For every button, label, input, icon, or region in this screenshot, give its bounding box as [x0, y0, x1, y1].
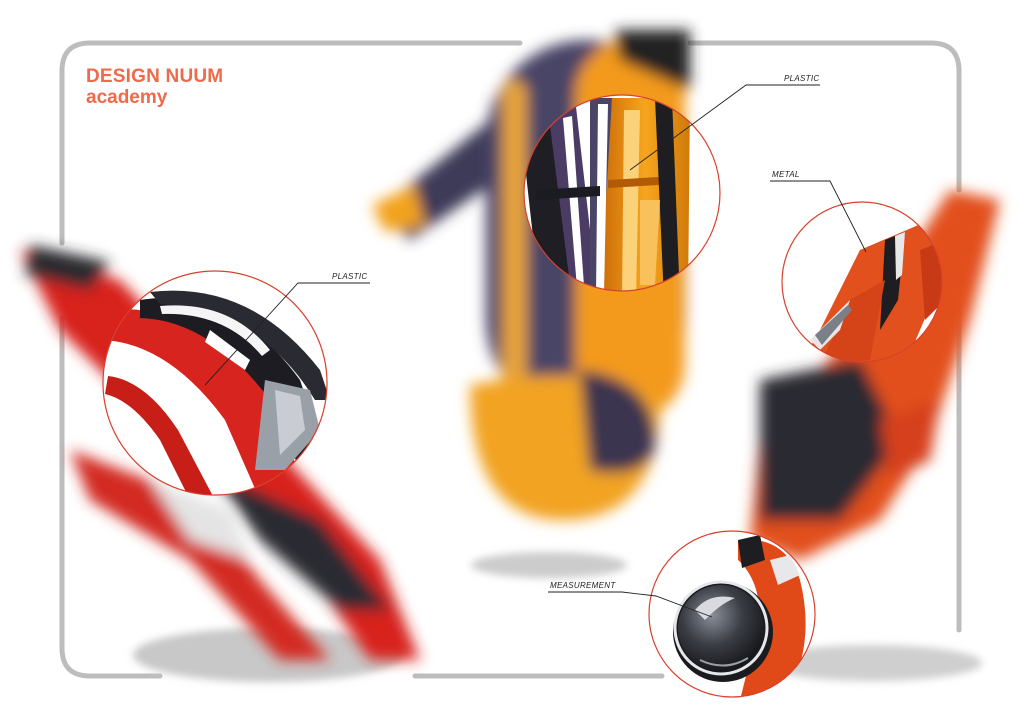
callout-leaders — [204, 84, 867, 618]
magnifier-left — [102, 270, 328, 496]
brand-logo: DESIGN NUUM academy — [86, 66, 223, 108]
brand-subtitle: academy — [86, 87, 168, 108]
callout-label-right: METAL — [772, 170, 800, 179]
magnifier-right — [781, 201, 943, 363]
callout-label-bottom: MEASUREMENT — [550, 581, 616, 590]
callout-label-top: PLASTIC — [784, 74, 820, 83]
ground-shadows — [133, 552, 982, 682]
magnifier-bottom — [648, 530, 816, 698]
brand-name: DESIGN NUUM — [86, 66, 224, 87]
magnifier-top — [523, 94, 721, 292]
callout-label-left: PLASTIC — [332, 272, 368, 281]
